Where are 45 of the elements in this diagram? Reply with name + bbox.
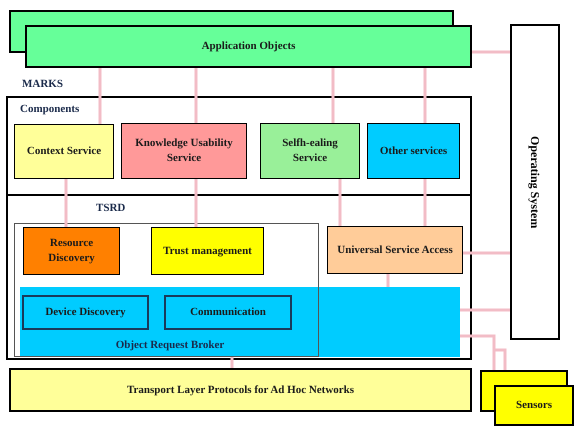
service-box bbox=[260, 123, 360, 179]
heading-text: MARKS bbox=[22, 77, 63, 92]
module-box bbox=[151, 227, 264, 275]
label-text: Transport Layer Protocols for Ad Hoc Networks bbox=[126, 382, 356, 398]
connector-line bbox=[194, 68, 198, 123]
inner-frame bbox=[14, 223, 319, 357]
service-box bbox=[367, 123, 460, 179]
label-text: Resource Discovery bbox=[47, 236, 96, 266]
heading-text: Components bbox=[20, 102, 80, 117]
module-box bbox=[22, 295, 149, 330]
module-box bbox=[23, 227, 120, 275]
connector-line bbox=[460, 308, 510, 312]
connector-line bbox=[332, 68, 334, 123]
label-text: Selfh-ealing Service bbox=[281, 136, 339, 166]
connector-line bbox=[463, 252, 510, 254]
connector-line bbox=[424, 68, 426, 123]
label-text: Knowledge Usability Service bbox=[134, 136, 234, 166]
transport-layer-box bbox=[9, 368, 472, 412]
stacked-box bbox=[9, 10, 472, 68]
label-text: Trust management bbox=[162, 244, 253, 258]
connector-line bbox=[230, 357, 234, 368]
module-box bbox=[164, 295, 292, 330]
service-box bbox=[121, 123, 247, 179]
module-box bbox=[327, 226, 463, 274]
label-text: Application Objects bbox=[202, 39, 296, 54]
label-text: Universal Service Access bbox=[336, 242, 454, 258]
label-text: Sensors bbox=[516, 398, 552, 414]
connector-line bbox=[194, 179, 198, 227]
connector-line bbox=[472, 50, 510, 54]
connector-line bbox=[338, 179, 342, 226]
service-box bbox=[14, 124, 114, 179]
label-text: Device Discovery bbox=[44, 305, 127, 320]
label-text: Other services bbox=[378, 144, 448, 158]
heading-text: Object Request Broker bbox=[114, 338, 226, 352]
connector-line bbox=[64, 179, 68, 227]
label-text: Context Service bbox=[26, 144, 102, 159]
label-text: Operating System bbox=[527, 136, 543, 228]
connector-line bbox=[424, 179, 426, 226]
connector-line bbox=[386, 274, 390, 287]
connector-line bbox=[98, 68, 102, 124]
heading-text: TSRD bbox=[96, 201, 126, 216]
label-text: Communication bbox=[189, 305, 267, 320]
connector-line bbox=[460, 334, 506, 370]
stacked-box bbox=[480, 370, 574, 426]
operating-system-box bbox=[510, 24, 560, 340]
